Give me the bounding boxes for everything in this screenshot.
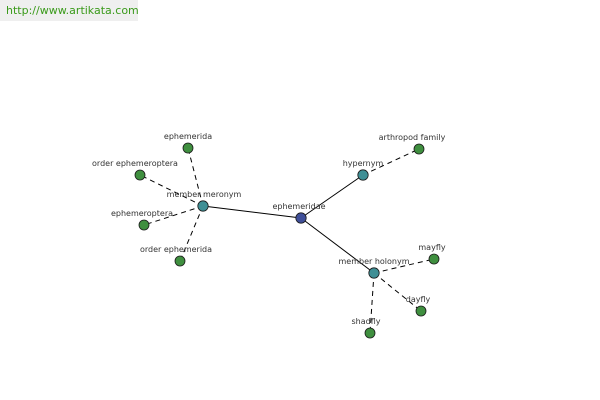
node-r-member-holonym[interactable]: member holonym: [338, 257, 410, 279]
node-marker-l-order-ephemerida[interactable]: [174, 255, 186, 267]
node-marker-r-member-holonym[interactable]: [368, 267, 380, 279]
edge-r-hypernym-l-arthropod-family: [362, 148, 420, 176]
node-marker-r-member-meronym[interactable]: [197, 200, 209, 212]
node-l-dayfly[interactable]: dayfly: [406, 295, 431, 317]
node-marker-r-hypernym[interactable]: [357, 169, 369, 181]
node-label-l-shadfly: shadfly: [352, 317, 381, 326]
node-marker-l-shadfly[interactable]: [364, 327, 376, 339]
edge-r-member-holonym-l-shadfly: [369, 272, 375, 334]
graph-edges: [139, 147, 435, 334]
node-l-mayfly[interactable]: mayfly: [418, 243, 446, 265]
edge-center-r-hypernym: [300, 174, 364, 219]
node-label-center: ephemeridae: [272, 202, 325, 211]
node-l-order-ephemeroptera[interactable]: order ephemeroptera: [92, 159, 178, 181]
edge-r-member-holonym-l-dayfly: [373, 272, 422, 312]
node-label-r-member-meronym: member meronym: [167, 190, 242, 199]
node-r-member-meronym[interactable]: member meronym: [167, 190, 242, 212]
edge-center-r-member-holonym: [300, 217, 375, 274]
node-l-ephemeroptera[interactable]: ephemeroptera: [111, 209, 173, 231]
node-marker-l-arthropod-family[interactable]: [413, 143, 425, 155]
url-bar: http://www.artikata.com: [0, 0, 139, 21]
node-label-l-mayfly: mayfly: [418, 243, 445, 252]
edge-r-member-meronym-l-ephemerida: [187, 147, 204, 207]
node-label-l-order-ephemerida: order ephemerida: [140, 245, 212, 254]
edge-r-member-meronym-l-ephemeroptera: [143, 205, 204, 226]
node-label-l-dayfly: dayfly: [406, 295, 431, 304]
node-marker-l-ephemeroptera[interactable]: [138, 219, 150, 231]
node-l-shadfly[interactable]: shadfly: [352, 317, 381, 339]
node-l-arthropod-family[interactable]: arthropod family: [379, 133, 446, 155]
node-marker-l-mayfly[interactable]: [428, 253, 440, 265]
node-label-l-arthropod-family: arthropod family: [379, 133, 446, 142]
node-l-ephemerida[interactable]: ephemerida: [164, 132, 212, 154]
edge-r-member-meronym-l-order-ephemerida: [179, 205, 204, 262]
node-label-l-ephemerida: ephemerida: [164, 132, 212, 141]
edge-r-member-meronym-l-order-ephemeroptera: [139, 174, 204, 207]
graph-nodes: ephemeridae hypernym member meronym member …: [92, 132, 446, 339]
edge-center-r-member-meronym: [202, 205, 302, 219]
edge-r-member-holonym-l-mayfly: [373, 258, 435, 274]
node-center[interactable]: ephemeridae: [272, 202, 326, 224]
node-label-r-member-holonym: member holonym: [338, 257, 409, 266]
node-marker-l-ephemerida[interactable]: [182, 142, 194, 154]
node-label-l-ephemeroptera: ephemeroptera: [111, 209, 173, 218]
node-label-l-order-ephemeroptera: order ephemeroptera: [92, 159, 178, 168]
node-marker-l-order-ephemeroptera[interactable]: [134, 169, 146, 181]
node-marker-center[interactable]: [295, 212, 307, 224]
node-r-hypernym[interactable]: hypernym: [343, 159, 384, 181]
site-url-link[interactable]: http://www.artikata.com: [6, 4, 139, 17]
node-label-r-hypernym: hypernym: [343, 159, 384, 168]
node-marker-l-dayfly[interactable]: [415, 305, 427, 317]
node-l-order-ephemerida[interactable]: order ephemerida: [140, 245, 212, 267]
